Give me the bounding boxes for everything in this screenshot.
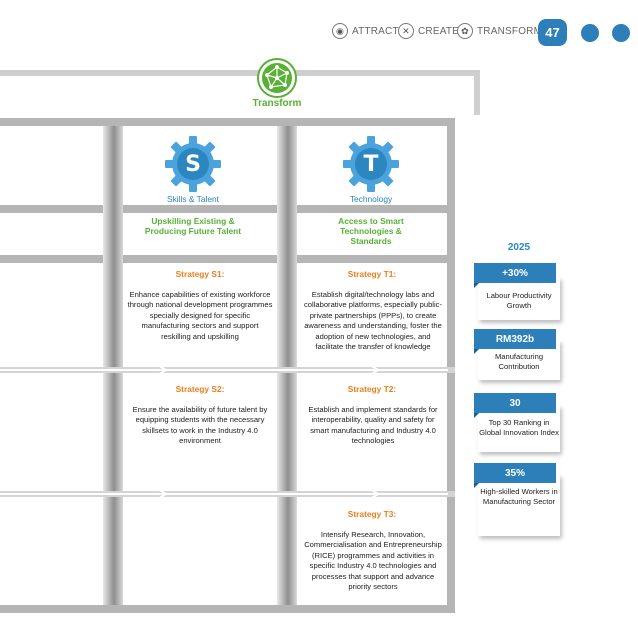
attract-icon: ◉ [332, 23, 348, 39]
strategy-t2-title: Strategy T2: [347, 384, 397, 394]
frame-upper-line [0, 118, 455, 126]
pillar-technology-label: Technology [349, 194, 393, 204]
target-4-box: High-skilled Workers in Manufacturing Se… [478, 474, 560, 536]
create-icon: ✕ [398, 23, 414, 39]
nav-transform[interactable]: ✿ TRANSFORM [457, 21, 542, 41]
frame-top-line [0, 70, 480, 76]
page-dot-2 [612, 24, 630, 42]
frame-bottom-line [0, 605, 455, 613]
nav-transform-label: TRANSFORM [477, 25, 543, 37]
transform-icon: ✿ [457, 23, 473, 39]
technology-gear-icon: T [343, 136, 399, 192]
nav-create-label: CREATE [418, 25, 460, 37]
pillar-skills-heading: Upskilling Existing & Producing Future T… [144, 216, 242, 236]
arrow-row-2 [0, 488, 455, 500]
arrow-row-1 [0, 364, 455, 376]
frame-lower-line [0, 255, 455, 263]
target-3-value: 30 [474, 393, 556, 413]
strategy-s2-title: Strategy S2: [175, 384, 225, 394]
nav-attract[interactable]: ◉ ATTRACT [332, 21, 399, 41]
target-4-fold [474, 483, 479, 488]
strategy-s1-title: Strategy S1: [175, 269, 225, 279]
strategy-t3-text: Intensify Research, Innovation, Commerci… [304, 530, 442, 592]
target-4-label: High-skilled Workers in Manufacturing Se… [480, 487, 558, 506]
frame-right-drop [474, 70, 480, 115]
target-3-label: Top 30 Ranking in Global Innovation Inde… [479, 418, 559, 437]
strategy-t3-title: Strategy T3: [347, 509, 397, 519]
target-2-label: Manufacturing Contribution [494, 352, 544, 371]
nav-create[interactable]: ✕ CREATE [398, 21, 459, 41]
column-divider-2 [277, 126, 297, 605]
strategy-s1-text: Enhance capabilities of existing workfor… [127, 290, 273, 341]
target-1-fold [474, 283, 479, 288]
target-3-fold [474, 413, 479, 418]
target-2-value: RM392b [474, 329, 556, 349]
strategy-t1-title: Strategy T1: [347, 269, 397, 279]
column-divider-1 [103, 126, 123, 605]
strategy-t2-text: Establish and implement standards for in… [308, 405, 438, 446]
transform-title: Transform [252, 98, 302, 109]
nav-attract-label: ATTRACT [352, 25, 399, 37]
skills-gear-letter: S [185, 151, 201, 177]
target-4-value: 35% [474, 463, 556, 483]
target-1-value: +30% [474, 263, 556, 283]
frame-right-vertical [447, 118, 455, 613]
transform-network-icon [257, 58, 297, 98]
pillar-technology-heading: Access to Smart Technologies & Standards [338, 216, 404, 246]
frame-mid-line [0, 205, 455, 213]
target-1-box: Labour Productivity Growth [478, 277, 560, 320]
technology-gear-letter: T [363, 151, 379, 177]
strategy-s2-text: Ensure the availability of future talent… [132, 405, 268, 446]
target-2-fold [474, 349, 479, 354]
skills-gear-icon: S [165, 136, 221, 192]
targets-year: 2025 [507, 242, 531, 253]
pillar-skills-label: Skills & Talent [167, 194, 219, 204]
page-number: 47 [538, 19, 567, 46]
target-1-label: Labour Productivity Growth [486, 291, 552, 310]
page-dot [581, 24, 599, 42]
strategy-t1-text: Establish digital/technology labs and co… [303, 290, 442, 352]
